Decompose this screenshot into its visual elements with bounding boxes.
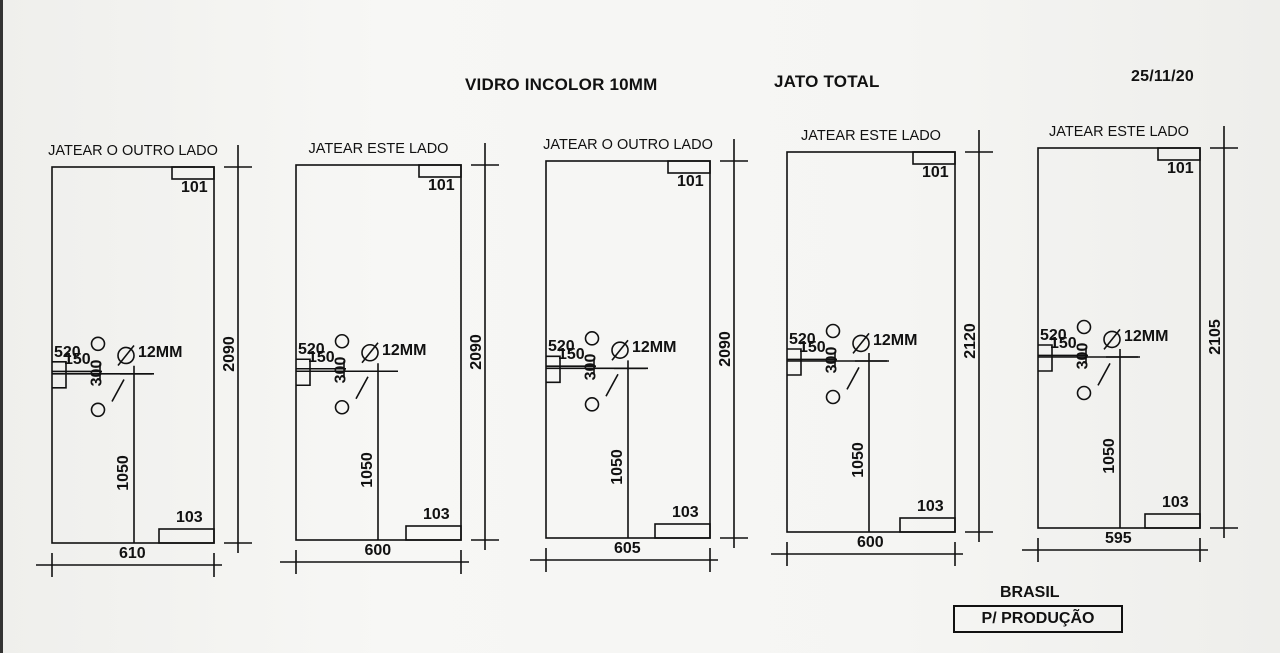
corner-notch-top (912, 151, 956, 165)
diameter-symbol (852, 334, 870, 353)
diameter-slash (852, 332, 870, 354)
production-stamp: P/ PRODUÇÃO (953, 605, 1123, 633)
glass-outline (1037, 147, 1201, 529)
top-code: 101 (922, 164, 949, 181)
corner-notch-top (418, 164, 462, 178)
diameter-symbol (611, 341, 629, 360)
width-value: 600 (364, 542, 392, 559)
hole-spacing-value: 300 (1074, 342, 1092, 370)
side-instruction: JATEAR O OUTRO LADO (48, 143, 218, 159)
hole-circle (90, 336, 106, 352)
top-code: 101 (1167, 160, 1194, 177)
offset-520-bracket (787, 348, 802, 376)
offset-520-value: 520 (789, 331, 816, 348)
sheet-edge (0, 0, 3, 653)
side-instruction: JATEAR ESTE LADO (1049, 124, 1189, 140)
hole-size-label: 12MM (138, 344, 183, 362)
corner-notch-bottom (158, 528, 215, 544)
top-code: 101 (181, 179, 208, 196)
hole-circle (90, 402, 106, 418)
offset-520-bracket (546, 355, 561, 384)
material-title: VIDRO INCOLOR 10MM (465, 75, 658, 94)
glass-outline (51, 166, 215, 544)
corner-notch-top (667, 160, 711, 174)
bottom-code: 103 (176, 509, 203, 526)
offset-520-value: 520 (548, 338, 575, 356)
bottom-code: 103 (672, 504, 699, 521)
corner-notch-bottom (1144, 513, 1201, 529)
width-value: 595 (1105, 530, 1132, 547)
offset-520-value: 520 (298, 341, 325, 359)
diameter-symbol (1103, 330, 1121, 349)
hole-circle (1076, 385, 1092, 401)
hole-circle (334, 333, 350, 349)
offset-150-value: 150 (558, 346, 585, 364)
corner-notch-bottom (654, 523, 711, 539)
hole-size-label: 12MM (1124, 328, 1169, 346)
hole-circle (825, 323, 841, 339)
offset-150-value: 150 (64, 351, 91, 369)
top-code: 101 (677, 173, 704, 190)
diameter-slash (611, 339, 629, 361)
handle-height-value: 1050 (1100, 438, 1118, 474)
diameter-leader (111, 379, 125, 402)
width-value: 600 (857, 534, 884, 551)
diameter-slash (1103, 328, 1121, 350)
hole-circle (334, 399, 350, 415)
hole-circle (1076, 319, 1092, 335)
top-code: 101 (428, 177, 455, 194)
hole-circle (584, 397, 600, 412)
diameter-leader (355, 376, 369, 400)
width-value: 610 (119, 545, 146, 562)
country-label: BRASIL (1000, 584, 1060, 601)
side-instruction: JATEAR ESTE LADO (801, 128, 941, 144)
offset-520-bracket (296, 358, 311, 387)
corner-notch-top (171, 166, 215, 180)
diameter-slash (361, 342, 379, 364)
width-value: 605 (614, 540, 641, 557)
offset-520-value: 520 (1040, 327, 1067, 344)
process-title: JATO TOTAL (774, 72, 880, 91)
offset-150-value: 150 (308, 348, 335, 366)
hole-circle (584, 331, 600, 346)
diameter-slash (117, 344, 135, 366)
drawing-date: 25/11/20 (1131, 68, 1194, 85)
diameter-symbol (361, 343, 379, 362)
offset-520-bracket (52, 360, 67, 389)
bottom-code: 103 (1162, 494, 1189, 511)
side-instruction: JATEAR ESTE LADO (308, 141, 449, 157)
corner-notch-bottom (899, 517, 956, 533)
diameter-leader (1097, 363, 1111, 386)
diameter-symbol (117, 346, 135, 365)
bottom-code: 103 (423, 506, 450, 523)
hole-size-label: 12MM (632, 339, 677, 357)
diameter-leader (846, 367, 860, 390)
hole-size-label: 12MM (382, 341, 427, 359)
hole-size-label: 12MM (873, 332, 918, 350)
height-value: 2105 (1206, 319, 1224, 355)
offset-150-value: 150 (799, 339, 826, 357)
side-instruction: JATEAR O OUTRO LADO (543, 137, 713, 153)
bottom-code: 103 (917, 498, 944, 515)
hole-circle (825, 389, 841, 405)
offset-150-value: 150 (1050, 335, 1077, 353)
glass-outline (786, 151, 956, 533)
corner-notch-bottom (405, 525, 462, 541)
offset-520-bracket (1038, 344, 1053, 372)
diameter-leader (605, 373, 619, 397)
corner-notch-top (1157, 147, 1201, 161)
offset-520-value: 520 (54, 343, 81, 361)
